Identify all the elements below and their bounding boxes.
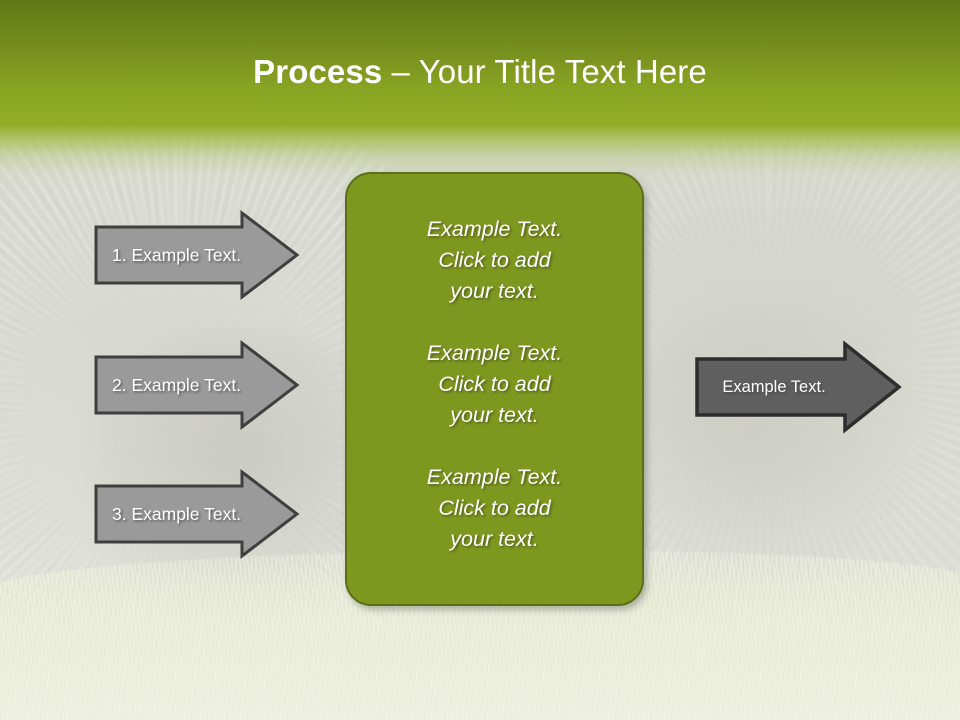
output-arrow[interactable]: Example Text.	[695, 340, 902, 434]
panel-text-block-1: Example Text. Click to add your text.	[426, 216, 563, 303]
panel-text-block-2: Example Text. Click to add your text.	[426, 340, 563, 427]
arrow-shape-icon	[94, 468, 300, 560]
panel-text-block-3: Example Text. Click to add your text.	[426, 464, 563, 551]
page-title-strong: Process	[253, 53, 383, 90]
center-text-panel[interactable]: Example Text. Click to add your text. Ex…	[345, 172, 644, 606]
input-arrow-2[interactable]: 2. Example Text.	[94, 339, 300, 431]
arrow-shape-icon	[94, 339, 300, 431]
arrow-shape-icon	[94, 209, 300, 301]
page-title: Process – Your Title Text Here	[0, 52, 960, 92]
input-arrow-1[interactable]: 1. Example Text.	[94, 209, 300, 301]
arrow-shape-icon	[695, 340, 902, 434]
input-arrow-3[interactable]: 3. Example Text.	[94, 468, 300, 560]
title-banner	[0, 0, 960, 126]
page-title-rest: – Your Title Text Here	[382, 53, 707, 90]
